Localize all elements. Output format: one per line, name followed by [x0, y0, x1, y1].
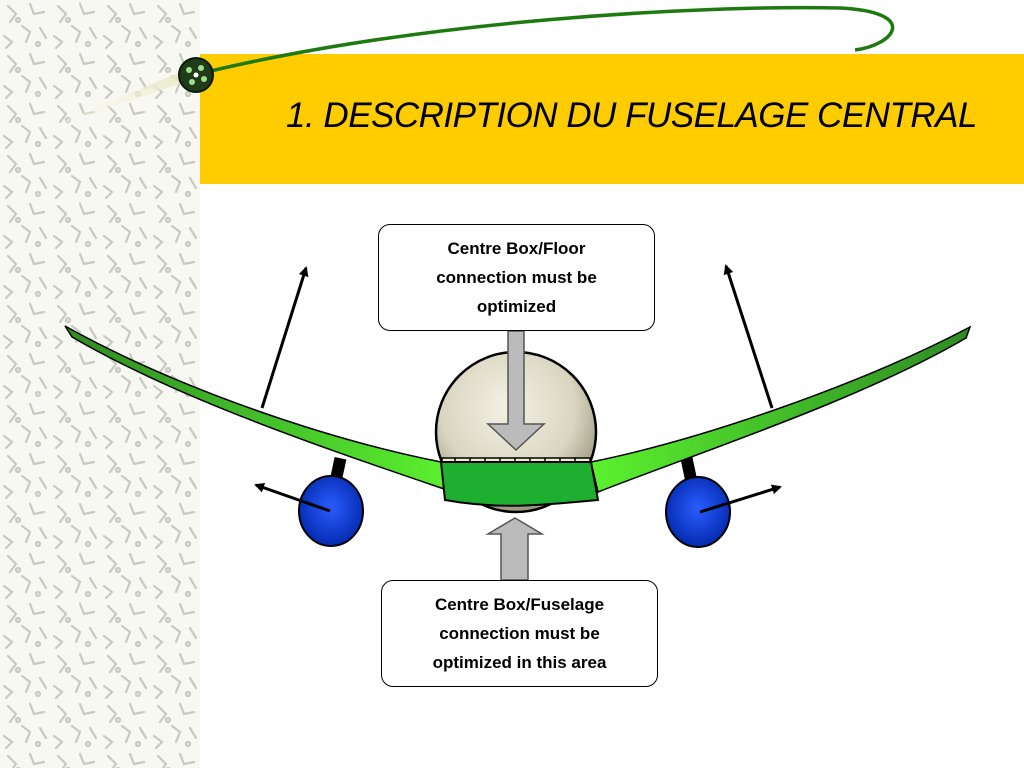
callout-fuselage-line-3: optimized in this area	[432, 653, 607, 672]
left-wing-bending-arrow	[260, 266, 309, 409]
orbit-line	[197, 5, 895, 76]
slide-title: 1. DESCRIPTION DU FUSELAGE CENTRAL	[286, 96, 977, 135]
left-wing	[64, 325, 449, 492]
right-wing-bending-arrow	[723, 264, 774, 409]
callout-floor-line-3: optimized	[476, 297, 557, 316]
right-wing	[590, 325, 972, 494]
decorative-orbit	[18, 5, 895, 140]
left-engine-arrow	[254, 482, 331, 513]
title-band	[200, 54, 1024, 184]
fuselage-load-arrow	[485, 517, 545, 581]
right-engine	[665, 476, 731, 548]
callout-fuselage-line-1: Centre Box/Fuselage	[434, 595, 605, 614]
centre-box	[439, 461, 600, 507]
callout-floor-connection: Centre Box/Floor connection must be opti…	[378, 224, 655, 331]
floor-load-arrow	[486, 330, 546, 452]
callout-floor-line-1: Centre Box/Floor	[447, 239, 586, 258]
right-engine-arrow	[699, 484, 782, 514]
callout-fuselage-line-2: connection must be	[439, 624, 600, 643]
left-engine	[298, 475, 364, 547]
callout-floor-line-2: connection must be	[436, 268, 597, 287]
comet-head-icon	[178, 57, 214, 93]
title-band-fill	[200, 54, 1024, 184]
comet-tail	[18, 70, 190, 140]
callout-fuselage-connection: Centre Box/Fuselage connection must be o…	[381, 580, 658, 687]
